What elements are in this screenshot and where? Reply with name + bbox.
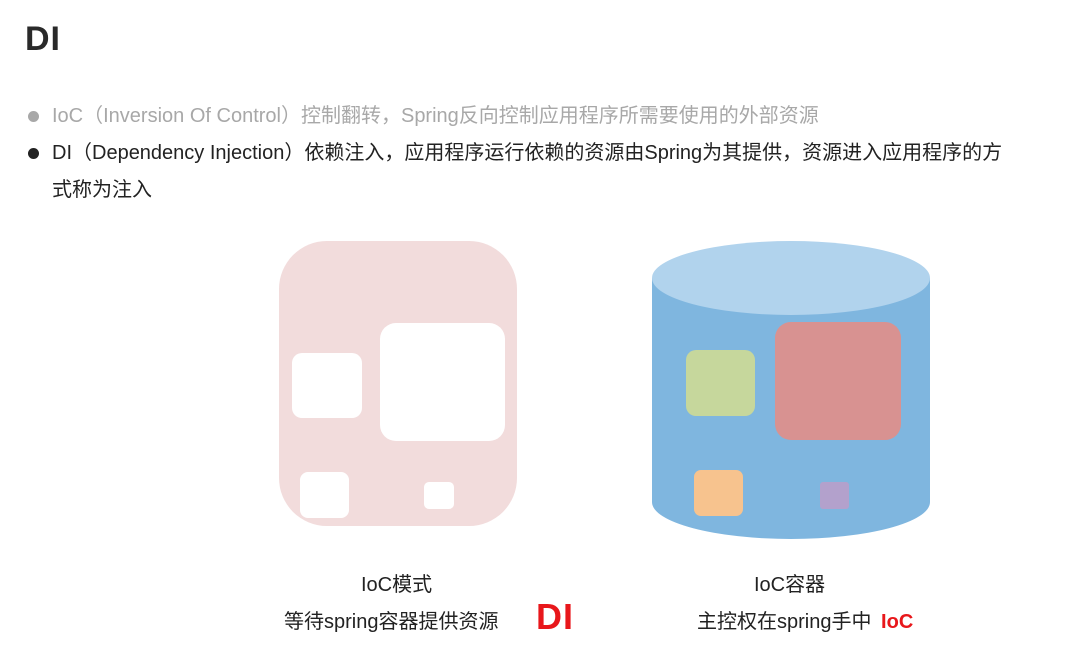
ioc-pattern-figure — [279, 241, 517, 526]
resource-box — [424, 482, 454, 509]
bullet-ioc-text: IoC（Inversion Of Control）控制翻转，Spring反向控制… — [52, 105, 819, 127]
red-resource-box — [775, 322, 901, 440]
bullet-list: IoC（Inversion Of Control）控制翻转，Spring反向控制… — [25, 98, 1025, 209]
resource-box — [292, 353, 362, 418]
bullet-ioc: IoC（Inversion Of Control）控制翻转，Spring反向控制… — [25, 98, 1025, 135]
bullet-dot-icon — [28, 148, 39, 159]
green-resource-box — [686, 350, 755, 416]
orange-resource-box — [694, 470, 743, 516]
bullet-dot-icon — [28, 111, 39, 122]
resource-box — [300, 472, 349, 518]
purple-resource-box — [820, 482, 849, 509]
ioc-pattern-subcaption: 等待spring容器提供资源 — [284, 611, 499, 633]
page-title: DI — [25, 20, 61, 58]
cylinder-top — [652, 241, 930, 315]
di-badge: DI — [536, 596, 574, 637]
ioc-container-subcaption-row: 主控权在spring手中 IoC — [697, 605, 913, 634]
ioc-container-subcaption: 主控权在spring手中 — [697, 611, 872, 633]
ioc-pattern-caption: IoC模式 — [361, 574, 433, 596]
bullet-di-text: DI（Dependency Injection）依赖注入，应用程序运行依赖的资源… — [52, 142, 1003, 201]
ioc-container-figure — [652, 241, 930, 539]
ioc-badge: IoC — [881, 611, 914, 633]
ioc-container-caption: IoC容器 — [754, 574, 826, 596]
bullet-di: DI（Dependency Injection）依赖注入，应用程序运行依赖的资源… — [25, 135, 1022, 209]
resource-box — [380, 323, 505, 441]
